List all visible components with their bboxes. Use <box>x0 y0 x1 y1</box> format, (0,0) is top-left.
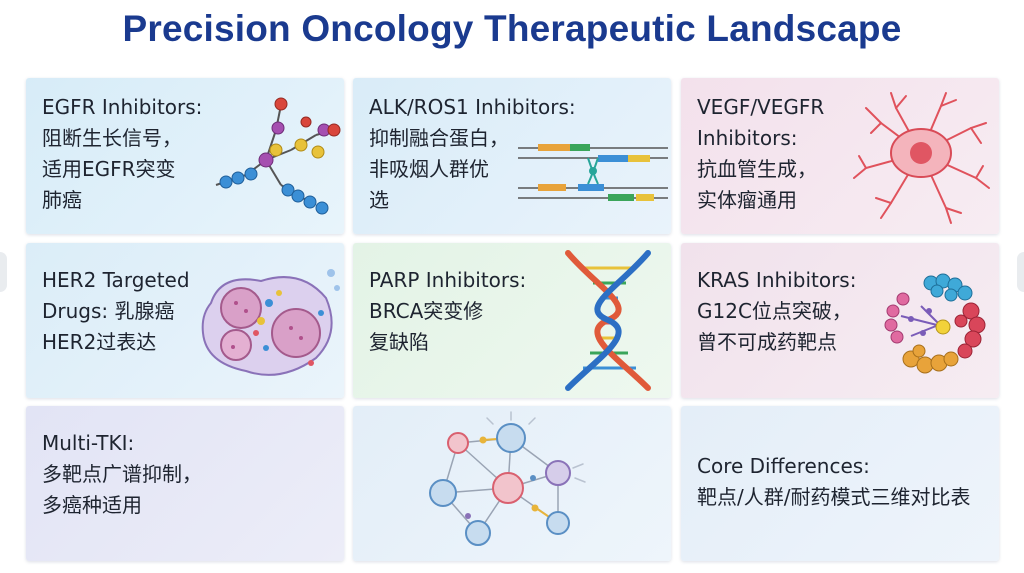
card-vegf-vegfr-inhibitors: VEGF/VEGFR Inhibitors: 抗血管生成， 实体瘤通用 <box>681 78 999 234</box>
molecule-icon <box>215 97 341 215</box>
card-heading: KRAS Inhibitors: <box>697 268 857 292</box>
network-icon <box>429 411 586 546</box>
card-text: VEGF/VEGFR Inhibitors: 抗血管生成， 实体瘤通用 <box>697 92 824 216</box>
card-line: 复缺陷 <box>369 330 429 354</box>
card-line: G12C位点突破， <box>697 299 852 323</box>
card-heading: VEGF/VEGFR <box>697 95 825 119</box>
angiogenesis-cell-icon <box>853 92 990 224</box>
card-line: 多靶点广谱抑制， <box>42 462 202 486</box>
card-line: 适用EGFR突变 <box>42 157 176 181</box>
card-line: HER2过表达 <box>42 330 157 354</box>
dna-helix-icon <box>565 250 651 391</box>
card-line: 抗血管生成， <box>697 157 817 181</box>
card-line: BRCA突变修 <box>369 299 484 323</box>
gene-fusion-icon <box>518 144 668 201</box>
card-kras-inhibitors: KRAS Inhibitors: G12C位点突破， 曾不可成药靶点 <box>681 243 999 398</box>
page-title: Precision Oncology Therapeutic Landscape <box>122 8 902 49</box>
card-text: HER2 Targeted Drugs: 乳腺癌 HER2过表达 <box>42 265 190 358</box>
right-edge-handle <box>1017 252 1024 292</box>
protein-structure-icon <box>884 273 986 374</box>
card-line: 多癌种适用 <box>42 493 142 517</box>
card-line: 阻断生长信号， <box>42 126 182 150</box>
card-line: 靶点/人群/耐药模式三维对比表 <box>697 485 971 509</box>
card-alk-ros1-inhibitors: ALK/ROS1 Inhibitors: 抑制融合蛋白， 非吸烟人群优 选 <box>353 78 671 234</box>
card-heading: PARP Inhibitors: <box>369 268 527 292</box>
card-heading: HER2 Targeted <box>42 268 190 292</box>
card-line: 非吸烟人群优 <box>369 157 489 181</box>
card-network <box>353 406 671 561</box>
card-heading: Core Differences: <box>697 454 870 478</box>
card-multi-tki: Multi-TKI: 多靶点广谱抑制， 多癌种适用 <box>26 406 344 561</box>
card-line: 肺癌 <box>42 188 82 212</box>
left-edge-handle <box>0 252 7 292</box>
card-egfr-inhibitors: EGFR Inhibitors: 阻断生长信号， 适用EGFR突变 肺癌 <box>26 78 344 234</box>
card-text: Core Differences: 靶点/人群/耐药模式三维对比表 <box>697 451 970 513</box>
card-line: Drugs: 乳腺癌 <box>42 299 175 323</box>
card-heading: EGFR Inhibitors: <box>42 95 203 119</box>
card-text: EGFR Inhibitors: 阻断生长信号， 适用EGFR突变 肺癌 <box>42 92 202 216</box>
card-line: 抑制融合蛋白， <box>369 126 509 150</box>
card-text: Multi-TKI: 多靶点广谱抑制， 多癌种适用 <box>42 428 202 521</box>
card-heading: ALK/ROS1 Inhibitors: <box>369 95 576 119</box>
card-text: KRAS Inhibitors: G12C位点突破， 曾不可成药靶点 <box>697 265 856 358</box>
card-line: 选 <box>369 188 389 212</box>
card-line: 曾不可成药靶点 <box>697 330 837 354</box>
card-line: 实体瘤通用 <box>697 188 797 212</box>
card-core-differences: Core Differences: 靶点/人群/耐药模式三维对比表 <box>681 406 999 561</box>
card-text: ALK/ROS1 Inhibitors: 抑制融合蛋白， 非吸烟人群优 选 <box>369 92 576 216</box>
card-text: PARP Inhibitors: BRCA突变修 复缺陷 <box>369 265 526 358</box>
card-heading: Inhibitors: <box>697 126 798 150</box>
her2-cell-icon <box>201 269 340 376</box>
card-her2-targeted-drugs: HER2 Targeted Drugs: 乳腺癌 HER2过表达 <box>26 243 344 398</box>
card-parp-inhibitors: PARP Inhibitors: BRCA突变修 复缺陷 <box>353 243 671 398</box>
card-heading: Multi-TKI: <box>42 431 135 455</box>
